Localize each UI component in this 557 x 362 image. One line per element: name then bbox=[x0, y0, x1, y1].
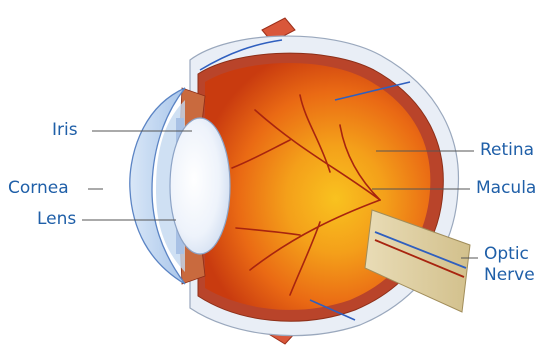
label-lens: Lens bbox=[37, 209, 76, 230]
label-iris: Iris bbox=[52, 120, 78, 141]
label-retina: Retina bbox=[480, 140, 534, 161]
label-optic-line1: Optic bbox=[484, 244, 535, 265]
label-optic-nerve: Optic Nerve bbox=[484, 244, 535, 286]
label-optic-line2: Nerve bbox=[484, 265, 535, 286]
label-macula: Macula bbox=[476, 178, 536, 199]
label-cornea: Cornea bbox=[8, 178, 69, 199]
